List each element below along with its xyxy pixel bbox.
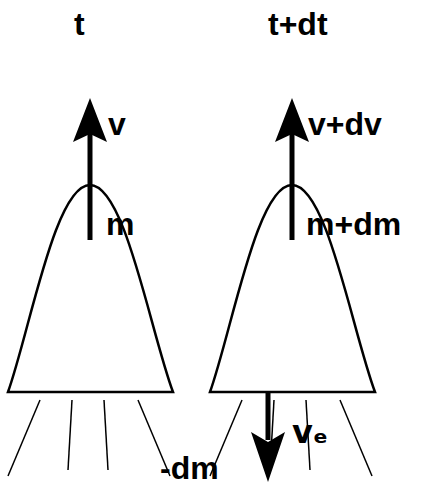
exhaust-velocity-label: vₑ	[292, 416, 328, 448]
arrowheads	[73, 98, 309, 482]
time-label: t+dt	[268, 8, 328, 40]
mass-label: m+dm	[306, 208, 401, 240]
mass-label: m	[106, 208, 134, 240]
time-label: t	[74, 8, 85, 40]
velocity-label: v	[108, 108, 126, 140]
mass-change-label: -dm	[160, 452, 219, 484]
velocity-arrows	[90, 130, 292, 440]
velocity-label: v+dv	[308, 108, 382, 140]
